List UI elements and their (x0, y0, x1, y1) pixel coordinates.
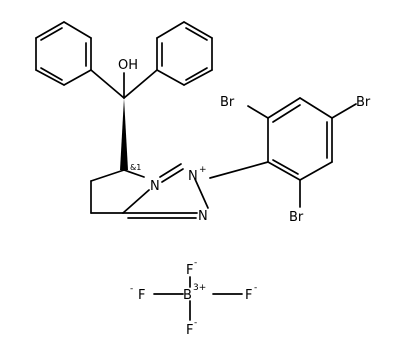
triazolium-nitrogen-label: N (188, 169, 198, 184)
fluorine-left-label: F (138, 288, 145, 303)
wedge-bond (120, 98, 128, 170)
triazole-nitrogen-label: N (198, 209, 208, 224)
pyrrolidine-ring (90, 169, 150, 214)
fluorine-top-label: F (186, 263, 193, 278)
fluorine-bottom-label: F (186, 323, 193, 338)
fluorine-top-charge: - (194, 258, 197, 268)
fluorine-right-charge: - (254, 283, 257, 293)
triazolium-charge-label: + (199, 165, 207, 175)
right-phenyl-ring (156, 21, 213, 86)
boron-charge: 3+ (193, 283, 206, 293)
tetrafluoroborate-bonds (153, 276, 243, 321)
fluorine-bottom-charge: - (194, 318, 197, 328)
boron-label: B (183, 288, 192, 303)
fluorine-left-charge: - (130, 284, 133, 294)
left-phenyl-ring (35, 21, 92, 86)
tribromophenyl-ring (209, 97, 357, 208)
fluorine-right-label: F (245, 288, 252, 303)
carbinol-bonds (90, 69, 158, 99)
hydroxyl-label: OH (118, 58, 138, 73)
bromine-ortho-top-label: Br (220, 95, 235, 110)
bromine-para-label: Br (356, 95, 371, 110)
bromine-ortho-bottom-label: Br (289, 210, 304, 225)
stereo-descriptor-label: &1 (130, 163, 141, 172)
bridgehead-nitrogen-label: N (150, 179, 160, 194)
triazolium-ring (122, 163, 209, 219)
